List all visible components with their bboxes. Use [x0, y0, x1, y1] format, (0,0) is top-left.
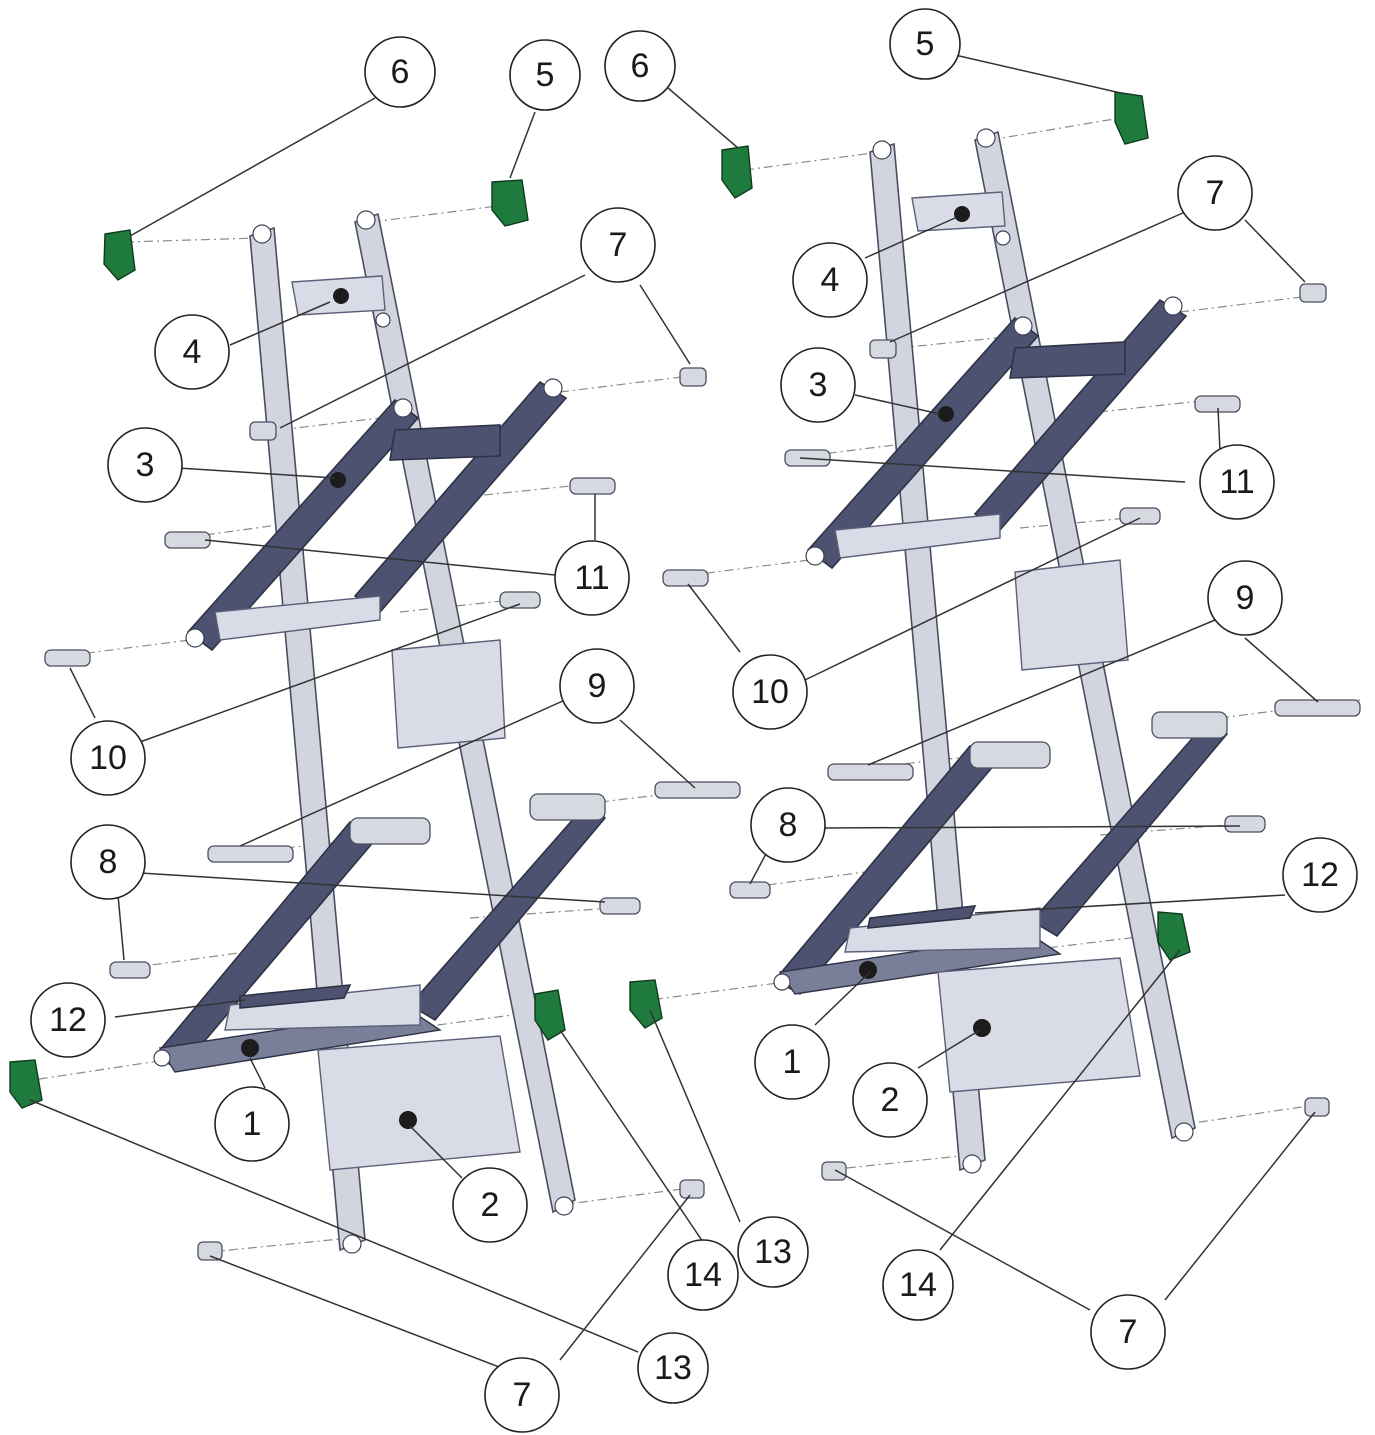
- right-callout-10: 10: [732, 654, 808, 730]
- svg-text:5: 5: [536, 56, 555, 94]
- svg-text:7: 7: [1206, 174, 1225, 212]
- svg-text:10: 10: [751, 673, 789, 711]
- right-base-plate: [937, 957, 1141, 1093]
- left-upper-frame: [185, 378, 568, 652]
- right-callout-11: 11: [1199, 444, 1275, 520]
- left-head-plate-marker: [333, 288, 349, 304]
- left-assembly: [9, 97, 741, 1376]
- left-callout-2: 2: [452, 1167, 528, 1243]
- svg-text:8: 8: [99, 843, 118, 881]
- right-callout-7b: 7: [1090, 1294, 1166, 1370]
- svg-text:9: 9: [1236, 579, 1255, 617]
- right-callout-3: 3: [780, 347, 856, 423]
- right-callout-12: 12: [1282, 837, 1358, 913]
- right-leaders: [649, 54, 1319, 1311]
- svg-text:14: 14: [684, 1256, 722, 1294]
- svg-text:3: 3: [809, 366, 828, 404]
- left-callout-14: 14: [667, 1239, 739, 1311]
- svg-text:7: 7: [513, 1376, 532, 1414]
- left-base-plate-marker: [399, 1111, 417, 1129]
- right-green-clips: [629, 91, 1191, 1029]
- right-callout-5: 5: [889, 8, 961, 80]
- svg-text:9: 9: [588, 667, 607, 705]
- left-callout-10: 10: [70, 720, 146, 796]
- left-leaders: [29, 97, 706, 1376]
- right-callouts: 6 5 4 7 3 11 10 9 8 12 1 2 14 7: [604, 8, 1358, 1370]
- left-callout-12: 12: [30, 982, 106, 1058]
- svg-text:4: 4: [821, 261, 840, 299]
- svg-text:12: 12: [1301, 856, 1339, 894]
- svg-text:1: 1: [783, 1043, 802, 1081]
- right-base-plate-marker: [973, 1019, 991, 1037]
- right-callout-14: 14: [882, 1249, 954, 1321]
- left-callout-13a: 13: [737, 1216, 809, 1288]
- right-callout-2: 2: [852, 1062, 928, 1138]
- svg-text:11: 11: [574, 559, 609, 597]
- svg-text:14: 14: [899, 1266, 937, 1304]
- left-callout-4: 4: [154, 314, 230, 390]
- right-callout-9: 9: [1207, 560, 1283, 636]
- svg-text:6: 6: [631, 47, 650, 85]
- right-callout-6: 6: [604, 30, 676, 102]
- svg-text:4: 4: [183, 333, 202, 371]
- svg-text:10: 10: [89, 739, 127, 777]
- left-callout-5: 5: [509, 39, 581, 111]
- right-pins: [662, 283, 1361, 1181]
- right-callout-8: 8: [750, 787, 826, 863]
- svg-text:12: 12: [49, 1001, 87, 1039]
- svg-text:11: 11: [1219, 463, 1254, 501]
- svg-text:7: 7: [609, 226, 628, 264]
- left-pins: [44, 367, 741, 1261]
- left-green-clips: [9, 179, 566, 1109]
- svg-text:13: 13: [754, 1233, 792, 1271]
- left-callout-7: 7: [580, 207, 656, 283]
- svg-text:7: 7: [1119, 1313, 1138, 1351]
- left-callout-13b: 13: [637, 1332, 709, 1404]
- right-callout-7: 7: [1177, 155, 1253, 231]
- right-callout-1: 1: [754, 1024, 830, 1100]
- svg-text:3: 3: [136, 446, 155, 484]
- svg-text:2: 2: [481, 1186, 500, 1224]
- left-callout-11: 11: [554, 540, 630, 616]
- right-callout-4: 4: [792, 242, 868, 318]
- left-callouts: 6 5 4 7 3 11 10 9 8 12 1 2 14 13 13 7: [30, 36, 809, 1433]
- svg-text:6: 6: [391, 53, 410, 91]
- right-center-plate: [1014, 559, 1129, 671]
- svg-text:2: 2: [881, 1081, 900, 1119]
- svg-text:1: 1: [243, 1105, 262, 1143]
- right-head-plate-marker: [954, 206, 970, 222]
- svg-text:5: 5: [916, 25, 935, 63]
- svg-text:8: 8: [779, 806, 798, 844]
- right-assembly: [629, 54, 1361, 1311]
- left-callout-7b: 7: [484, 1357, 560, 1433]
- left-callout-3: 3: [107, 427, 183, 503]
- left-center-plate: [391, 639, 506, 749]
- left-callout-9: 9: [559, 648, 635, 724]
- left-callout-1: 1: [214, 1086, 290, 1162]
- left-callout-8: 8: [70, 824, 146, 900]
- svg-text:13: 13: [654, 1349, 692, 1387]
- left-base-plate: [317, 1035, 521, 1171]
- left-callout-6: 6: [364, 36, 436, 108]
